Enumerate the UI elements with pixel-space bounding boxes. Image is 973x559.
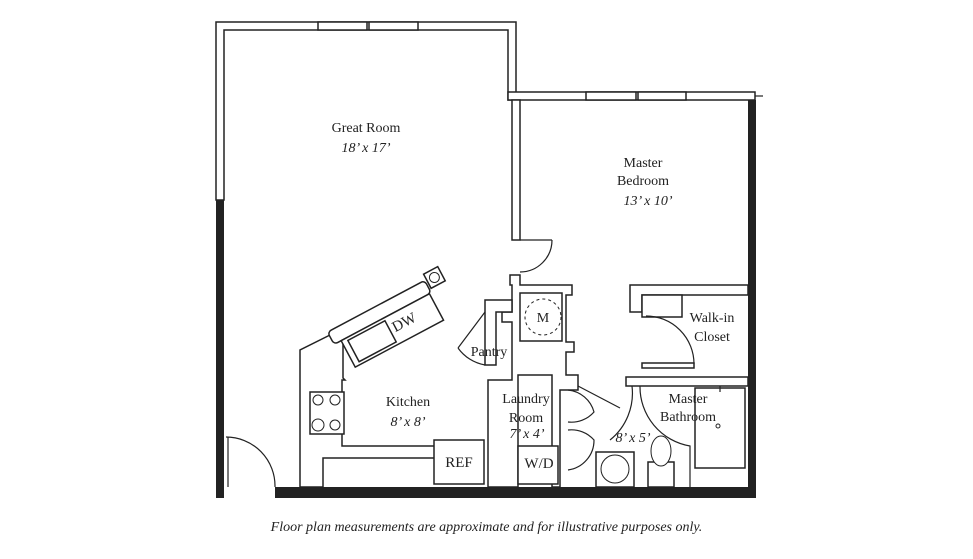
mechanical-label: M xyxy=(537,311,550,326)
room-label-laundry-2: Room xyxy=(509,411,543,426)
room-label-master-bedroom: Master xyxy=(624,156,663,171)
stove xyxy=(309,391,345,435)
room-label-kitchen: Kitchen xyxy=(386,395,430,410)
room-size-great-room: 18’ x 17’ xyxy=(342,141,391,156)
room-label-master-bathroom: Master xyxy=(669,392,708,407)
exterior-walls xyxy=(215,21,763,498)
interior-walls xyxy=(457,99,749,488)
room-label-pantry: Pantry xyxy=(471,345,508,360)
entry-door xyxy=(225,436,276,488)
room-size-master-bathroom: 8’ x 5’ xyxy=(616,431,651,446)
window xyxy=(637,91,687,101)
window xyxy=(317,21,368,31)
kitchen-cabinets xyxy=(299,265,559,488)
room-label-master-bedroom-2: Bedroom xyxy=(617,174,669,189)
room-label-master-bathroom-2: Bathroom xyxy=(660,410,716,425)
refrigerator xyxy=(433,439,485,485)
refrigerator-label: REF xyxy=(445,455,473,471)
window xyxy=(368,21,419,31)
washer-dryer-label: W/D xyxy=(524,456,553,472)
room-label-walk-in-closet-2: Closet xyxy=(694,330,730,345)
room-label-great-room: Great Room xyxy=(332,121,401,136)
room-label-walk-in-closet: Walk-in xyxy=(690,311,735,326)
sink xyxy=(346,319,398,363)
room-size-laundry: 7’ x 4’ xyxy=(510,427,545,442)
room-size-kitchen: 8’ x 8’ xyxy=(391,415,426,430)
disclaimer: Floor plan measurements are approximate … xyxy=(270,520,703,535)
washer-dryer xyxy=(517,445,559,485)
room-size-master-bedroom: 13’ x 10’ xyxy=(624,194,673,209)
window xyxy=(585,91,637,101)
room-label-laundry: Laundry xyxy=(502,392,549,407)
bedroom-door xyxy=(519,239,553,273)
